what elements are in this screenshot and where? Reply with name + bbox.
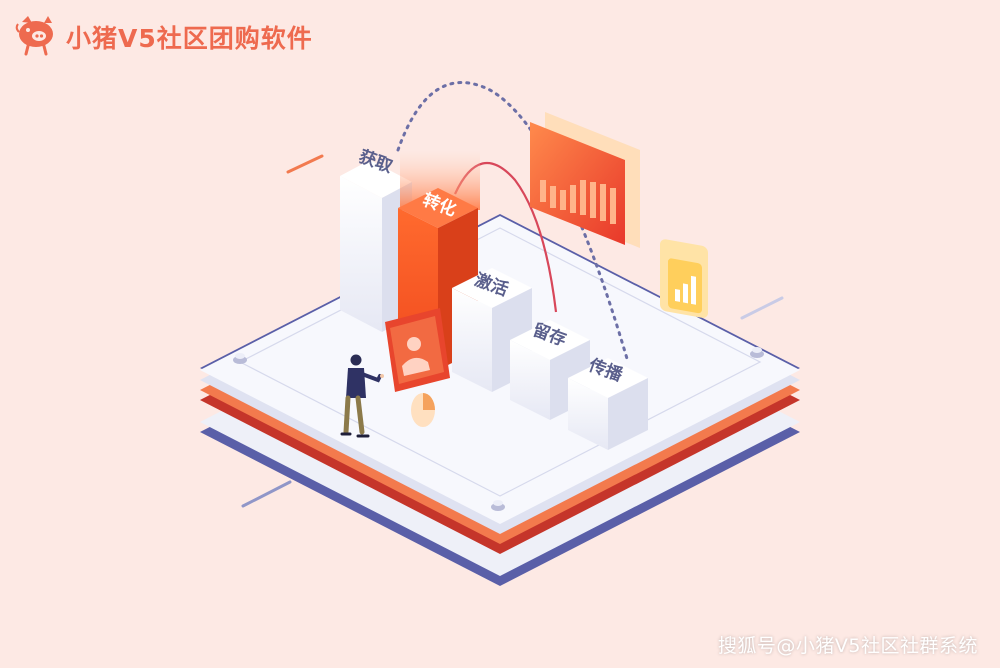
- flow-arc-dotted: [396, 81, 630, 364]
- decor-streak: [740, 296, 784, 320]
- pig-logo-icon: [14, 14, 58, 60]
- bar-spread: 传播: [568, 354, 648, 450]
- platform-stack: [200, 214, 800, 586]
- watermark-text: 搜狐号@小猪V5社区社群系统: [717, 635, 978, 657]
- bolt-icon: [233, 347, 764, 511]
- person-figure: [340, 354, 384, 438]
- profile-card: [385, 308, 450, 392]
- decor-streak: [241, 480, 292, 508]
- brand-title: 小猪V5社区团购软件: [66, 24, 313, 53]
- bar-retain: 留存: [510, 319, 590, 420]
- bar-chart-icon: [660, 239, 708, 318]
- chart-card-icon: [530, 112, 640, 248]
- decor-streak: [286, 154, 324, 174]
- pie-chart-icon: [411, 393, 435, 427]
- brand-header: 小猪V5社区团购软件: [14, 14, 313, 60]
